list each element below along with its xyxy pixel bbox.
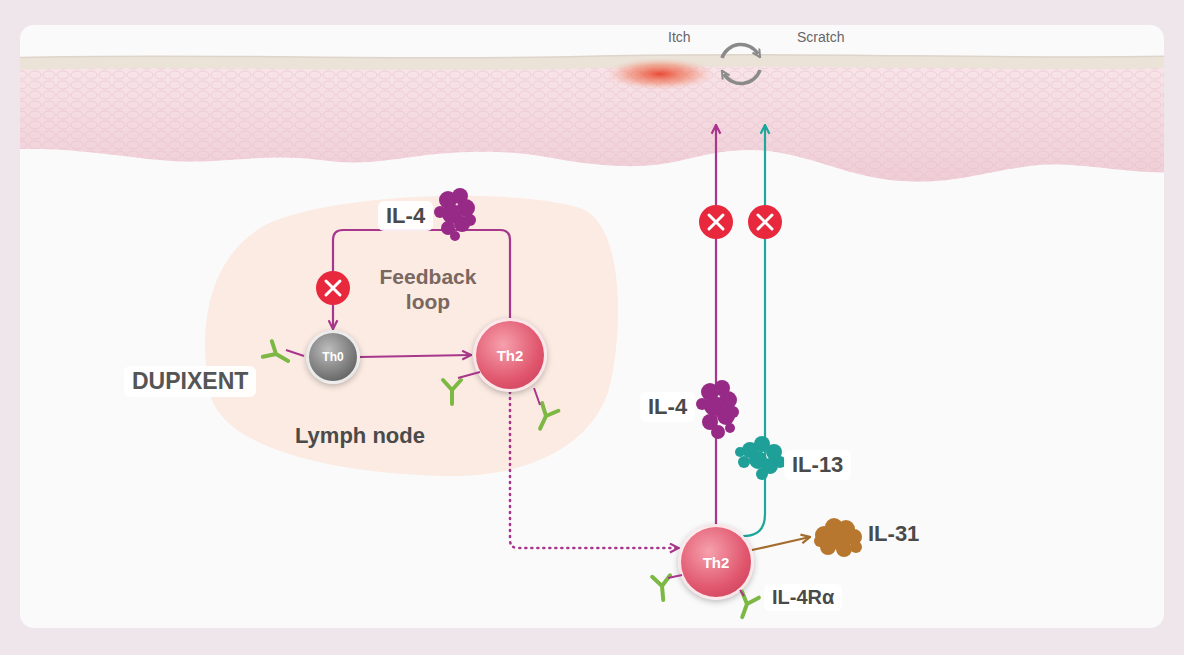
skin-band: Itch Scratch — [20, 25, 1164, 125]
skin-sign: Scratch — [797, 29, 844, 45]
lymph-node: Lymph node Th0 Th2 — [195, 190, 620, 480]
node-label: IL-31 — [868, 521, 919, 547]
block-mark — [748, 205, 782, 239]
protein-shape: IL-31 — [812, 515, 866, 559]
edge-label: IL-4 — [378, 201, 433, 231]
skin-band — [20, 54, 1164, 181]
il31-protein — [812, 515, 866, 559]
text-label: Feedback loop — [364, 262, 492, 316]
itch-scratch-cycle — [722, 44, 760, 83]
cell-circle: Th0 — [306, 330, 360, 384]
connector-arrow — [715, 125, 717, 524]
cell-name: Th2 — [497, 347, 524, 364]
cell-circle: Th2 — [473, 318, 547, 392]
skin-sign: Itch — [668, 29, 691, 45]
text-label: DUPIXENT — [124, 366, 256, 397]
cell-circle: Th2 — [678, 524, 754, 600]
cell-name: Th2 — [703, 554, 730, 571]
cell-name: Th0 — [322, 350, 343, 364]
edge-label: IL-13 — [784, 450, 851, 480]
edge-label: IL-4 — [640, 392, 695, 422]
node-label: Lymph node — [295, 423, 425, 449]
il13-protein — [735, 436, 786, 480]
connector-arrow — [752, 537, 810, 550]
connector-arrow — [744, 125, 765, 536]
text-label: IL-4Rα — [764, 584, 842, 611]
block-mark — [699, 205, 733, 239]
il4-protein — [696, 380, 739, 439]
